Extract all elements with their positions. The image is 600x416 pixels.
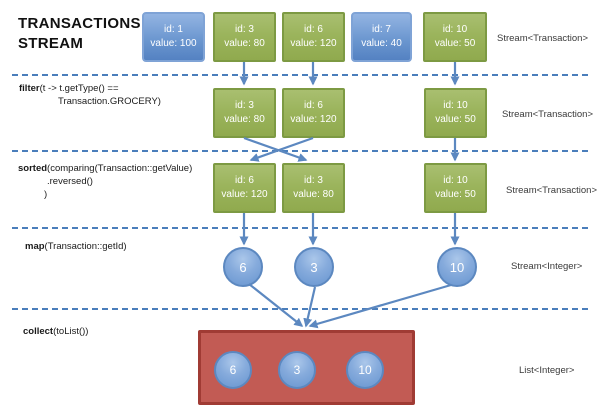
- sorted-args2: .reversed(): [47, 175, 93, 187]
- transaction-value: value: 80: [293, 189, 334, 200]
- transaction-id: id: 3: [304, 174, 323, 186]
- flow-arrow-converge: [248, 283, 304, 327]
- transaction-box: id: 3 value: 80: [213, 12, 276, 62]
- transaction-value: value: 120: [290, 114, 337, 125]
- filter-args1: (t -> t.getType() ==: [39, 83, 119, 94]
- filter-keyword: filter: [19, 83, 40, 94]
- flow-arrow-cross: [243, 136, 308, 162]
- stage-separator-1: [12, 74, 592, 76]
- stream-type-label: Stream<Transaction>: [497, 33, 588, 44]
- transaction-box: id: 3 value: 80: [282, 163, 345, 213]
- map-operation-label: map(Transaction::getId): [25, 241, 127, 254]
- collect-args1: (toList()): [53, 326, 89, 337]
- transaction-id: id: 6: [304, 23, 323, 35]
- stage-separator-2: [12, 150, 592, 152]
- stream-type-label: Stream<Transaction>: [506, 185, 597, 196]
- filter-operation-label: filter(t -> t.getType() == Transaction.G…: [19, 83, 161, 109]
- transaction-id: id: 10: [443, 99, 468, 111]
- transaction-box: id: 7 value: 40: [351, 12, 412, 62]
- transaction-id: id: 10: [442, 23, 468, 35]
- diagram-title: TRANSACTIONS STREAM: [18, 14, 141, 53]
- integer-circle: 10: [437, 247, 477, 287]
- flow-arrow-converge: [303, 286, 317, 328]
- sorted-args1: (comparing(Transaction::getValue): [47, 163, 193, 174]
- integer-circle: 6: [223, 247, 263, 287]
- transaction-box: id: 6 value: 120: [213, 163, 276, 213]
- sorted-args3: ): [44, 188, 48, 200]
- integer-circle: 10: [346, 351, 384, 389]
- map-args1: (Transaction::getId): [44, 241, 127, 252]
- stage-separator-4: [12, 308, 592, 310]
- sorted-keyword: sorted: [18, 163, 48, 174]
- integer-circle: 3: [278, 351, 316, 389]
- transaction-id: id: 10: [443, 174, 468, 186]
- transaction-id: id: 3: [235, 23, 254, 35]
- transaction-value: value: 50: [435, 189, 476, 200]
- filter-op-line1: filter(t -> t.getType() ==: [19, 83, 161, 96]
- sorted-op-line1: sorted(comparing(Transaction::getValue): [18, 163, 192, 176]
- transaction-box: id: 6 value: 120: [282, 12, 345, 62]
- transaction-value: value: 50: [435, 114, 476, 125]
- integer-circle: 3: [294, 247, 334, 287]
- stream-type-label: Stream<Transaction>: [502, 109, 593, 120]
- transaction-box: id: 10 value: 50: [424, 163, 487, 213]
- stage-separator-3: [12, 227, 592, 229]
- collect-operation-label: collect(toList()): [23, 326, 88, 339]
- transaction-id: id: 6: [304, 99, 323, 111]
- map-op-line1: map(Transaction::getId): [25, 241, 127, 254]
- flow-arrow-converge: [308, 283, 452, 329]
- sorted-operation-label: sorted(comparing(Transaction::getValue) …: [18, 163, 192, 201]
- stream-type-label: Stream<Integer>: [511, 261, 583, 272]
- map-keyword: map: [25, 241, 45, 252]
- transaction-value: value: 80: [224, 38, 265, 49]
- transaction-value: value: 120: [221, 189, 268, 200]
- collect-keyword: collect: [23, 326, 54, 337]
- transaction-id: id: 1: [164, 23, 183, 35]
- filter-args2: Transaction.GROCERY): [58, 95, 161, 107]
- transaction-box: id: 3 value: 80: [213, 88, 276, 138]
- transaction-value: value: 80: [224, 114, 265, 125]
- integer-circle: 6: [214, 351, 252, 389]
- transaction-value: value: 100: [150, 38, 197, 49]
- transaction-id: id: 6: [235, 174, 254, 186]
- transaction-box: id: 6 value: 120: [282, 88, 345, 138]
- diagram-title-line2: STREAM: [18, 34, 84, 52]
- transaction-value: value: 120: [290, 38, 337, 49]
- list-type-label: List<Integer>: [519, 365, 575, 376]
- transaction-box: id: 1 value: 100: [142, 12, 205, 62]
- flow-arrow-cross: [249, 136, 314, 162]
- transaction-box: id: 10 value: 50: [424, 88, 487, 138]
- transaction-value: value: 40: [361, 38, 402, 49]
- collect-op-line1: collect(toList()): [23, 326, 88, 339]
- transaction-box: id: 10 value: 50: [423, 12, 487, 62]
- transaction-value: value: 50: [434, 38, 476, 49]
- transaction-id: id: 7: [372, 23, 391, 35]
- diagram-title-line1: TRANSACTIONS: [18, 15, 141, 32]
- transaction-id: id: 3: [235, 99, 254, 111]
